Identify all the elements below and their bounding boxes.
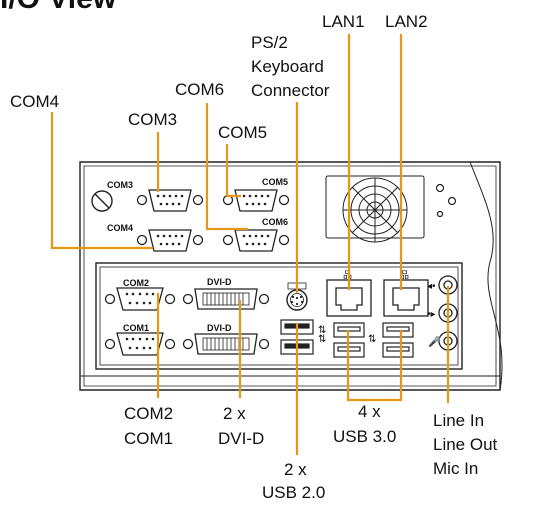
panel-label-com4: COM4 <box>107 223 133 233</box>
panel-label-com5: COM5 <box>262 177 288 187</box>
svg-text:•▸: •▸ <box>427 309 436 320</box>
callout-com6: COM6 <box>175 80 224 99</box>
callout-ps2-line1: PS/2 <box>251 33 288 52</box>
callout-dvi-count: 2 x <box>223 404 246 423</box>
page-title: I/O View <box>0 0 117 15</box>
audio-icon: ◂• •▸ 🎤 <box>427 281 441 348</box>
svg-text:品: 品 <box>343 270 352 280</box>
callout-com3: COM3 <box>128 110 177 129</box>
callout-usb2-count: 2 x <box>284 460 307 479</box>
panel-label-com2: COM2 <box>123 278 149 288</box>
indicator-holes <box>435 183 457 218</box>
callout-lan1: LAN1 <box>322 12 365 31</box>
network-icon: 品品 <box>343 270 409 280</box>
callout-line-out: Line Out <box>433 435 498 454</box>
callout-mic-in: Mic In <box>433 459 478 478</box>
callout-usb3-count: 4 x <box>358 402 381 421</box>
panel-label-com6: COM6 <box>262 217 288 227</box>
callout-lan2: LAN2 <box>385 12 428 31</box>
panel-label-com1: COM1 <box>123 323 149 333</box>
svg-text:🎤: 🎤 <box>428 335 441 348</box>
panel-label-dvi-top: DVI-D <box>207 277 232 287</box>
usb-icon: ⇅⇅ <box>318 325 376 345</box>
svg-text:⇅: ⇅ <box>318 325 326 336</box>
callout-com4: COM4 <box>10 92 59 111</box>
svg-text:品: 品 <box>400 270 409 280</box>
panel-label-com3: COM3 <box>107 180 133 190</box>
svg-text:⇅: ⇅ <box>368 334 376 345</box>
callout-usb2-type: USB 2.0 <box>262 483 325 500</box>
usb-icon: ⇅ <box>318 334 326 345</box>
callout-usb3-type: USB 3.0 <box>333 427 396 446</box>
panel-label-dvi-bottom: DVI-D <box>207 323 232 333</box>
screw-icon <box>91 190 113 212</box>
callout-ps2-line2: Keyboard <box>251 57 324 76</box>
callout-com5: COM5 <box>218 123 267 142</box>
svg-text:⇅: ⇅ <box>318 334 326 345</box>
svg-text:◂•: ◂• <box>427 281 436 292</box>
callout-line-in: Line In <box>433 411 484 430</box>
db9-connectors-upper <box>136 189 290 252</box>
callout-lines <box>50 34 450 455</box>
callout-com2: COM2 <box>124 404 173 423</box>
fan-icon <box>325 175 425 243</box>
callout-dvi-type: DVI-D <box>218 429 264 448</box>
dvi-connectors <box>182 288 270 355</box>
callout-ps2-line3: Connector <box>251 81 330 100</box>
callout-com1: COM1 <box>124 429 173 448</box>
